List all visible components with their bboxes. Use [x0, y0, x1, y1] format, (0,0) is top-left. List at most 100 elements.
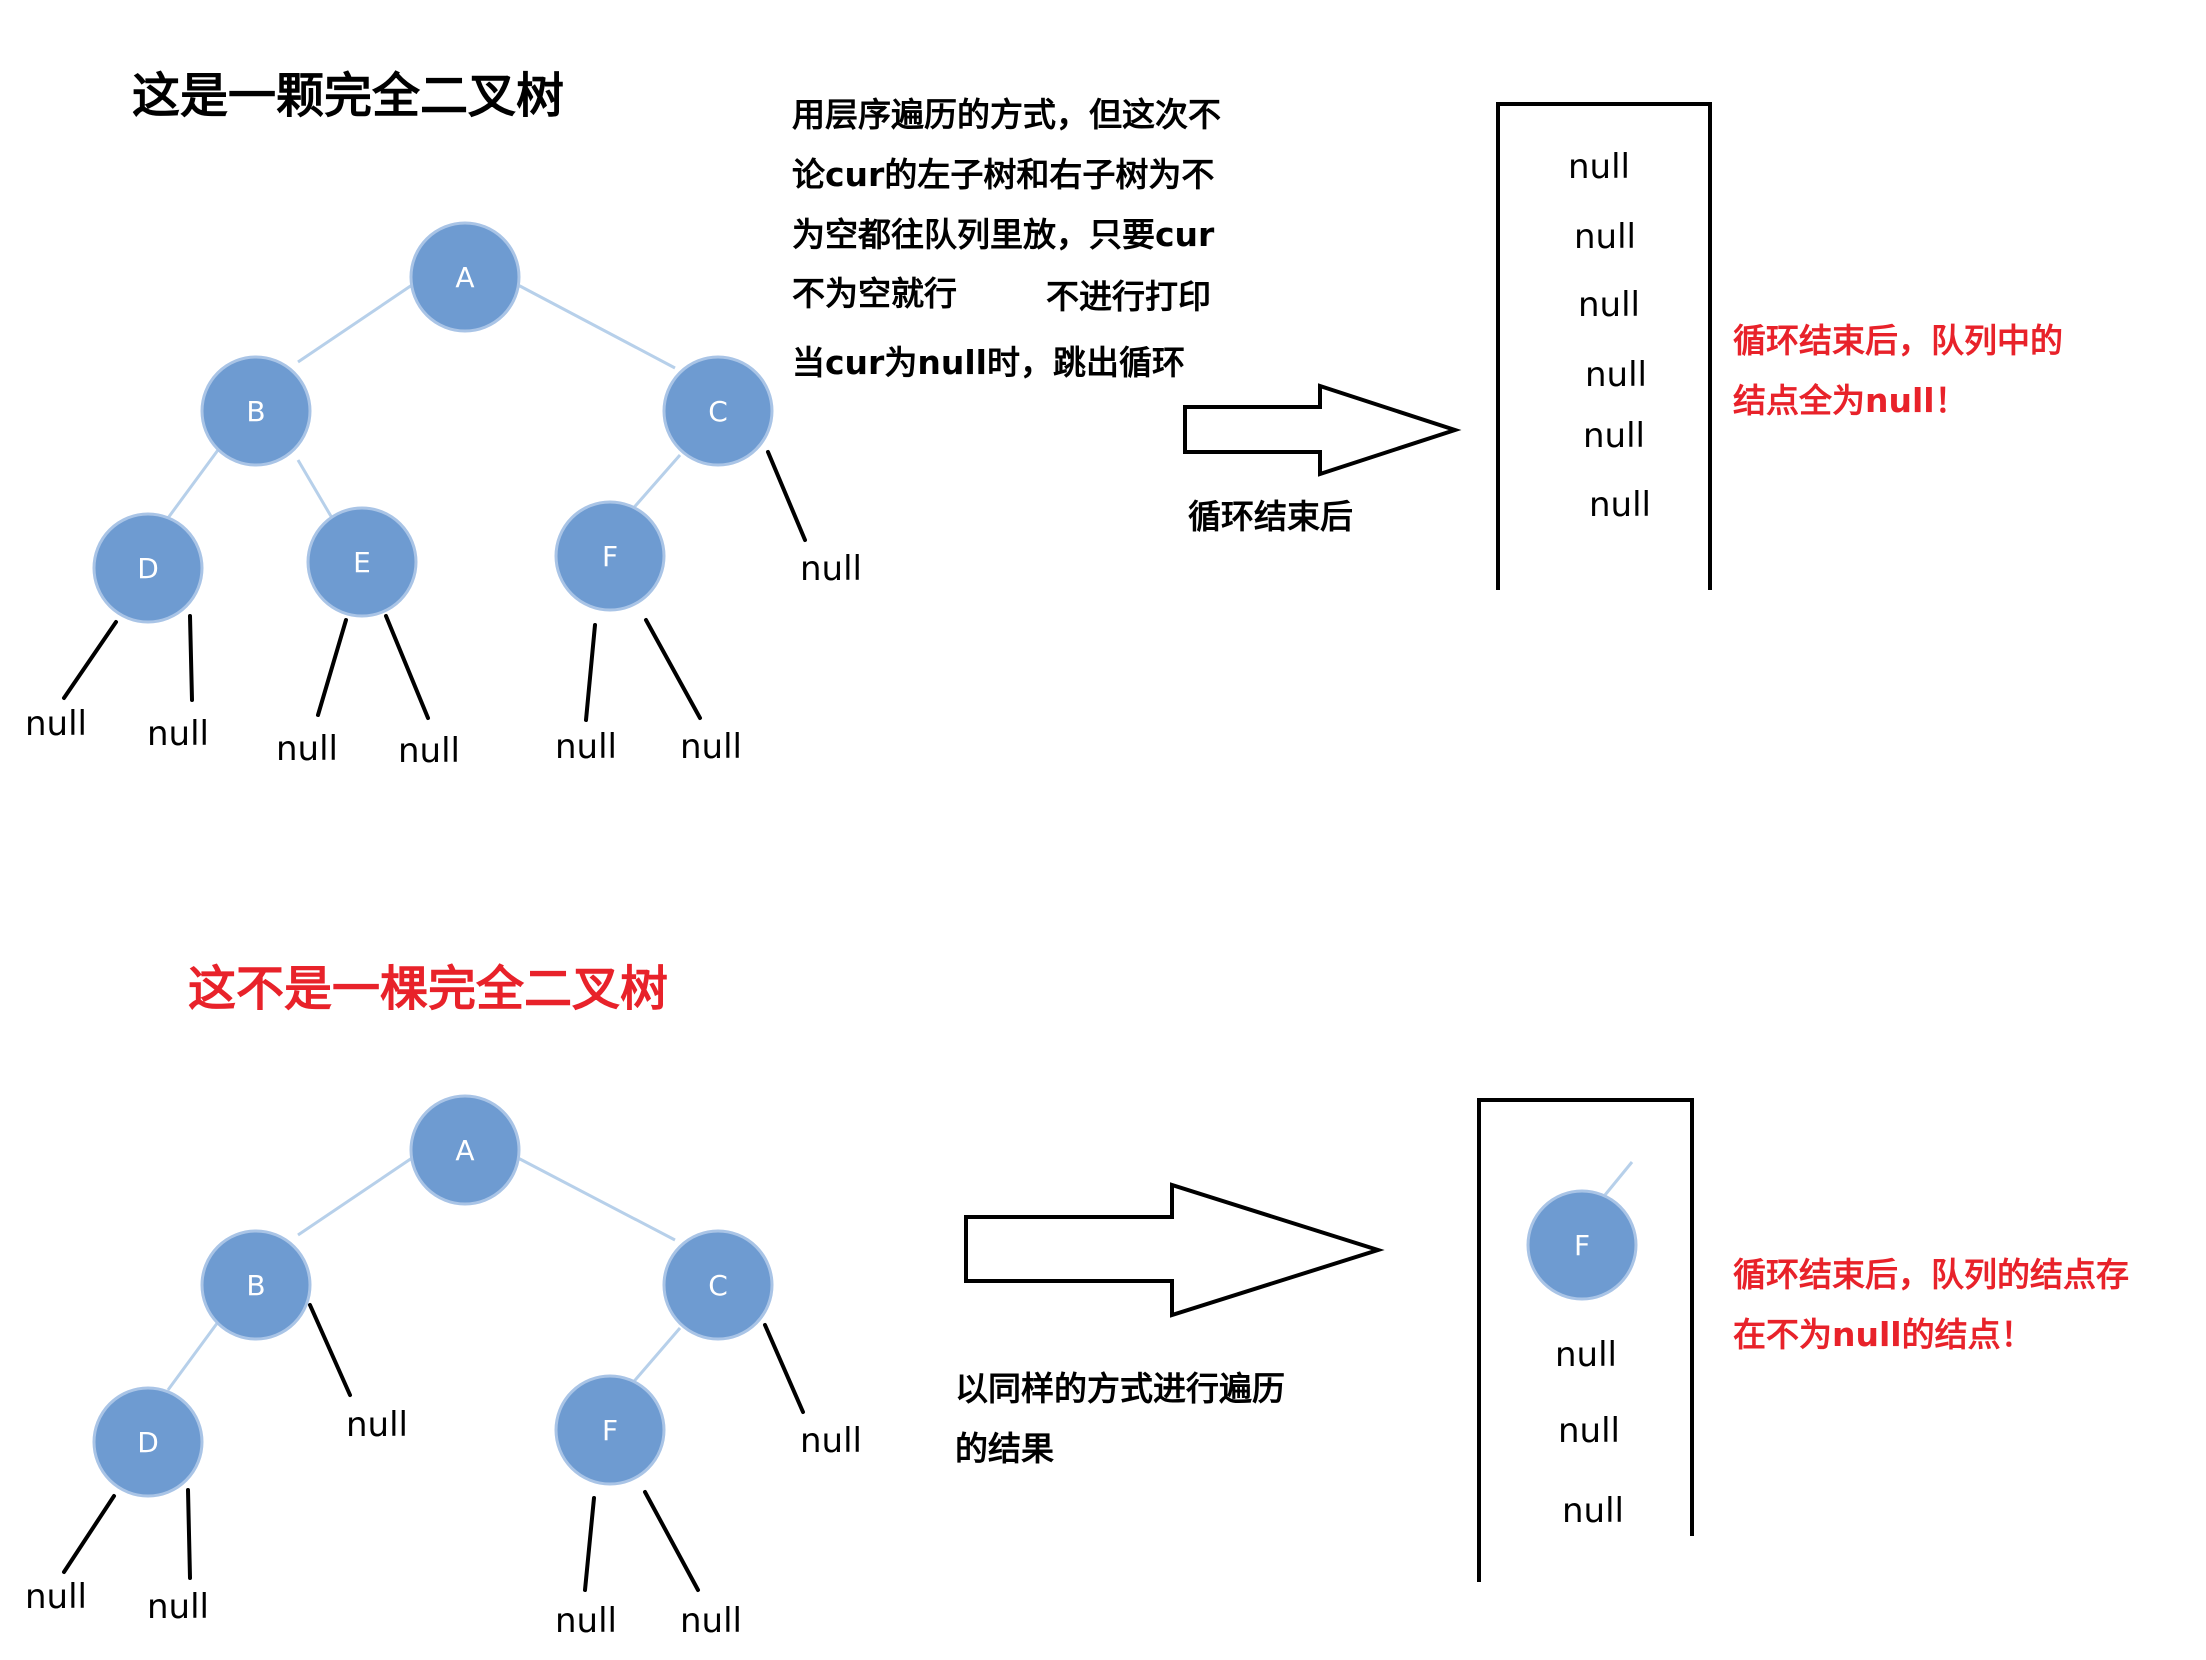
- top-null-edges: [62, 450, 807, 722]
- queue-item: null: [1578, 285, 1640, 325]
- null-label: null: [555, 727, 617, 767]
- edge-b-null-right: [308, 1303, 352, 1397]
- edge-e-null-right: [384, 614, 430, 720]
- bottom-red-note: 循环结束后，队列的结点存 在不为null的结点！: [1733, 1255, 2129, 1354]
- top-arrow: [1183, 383, 1462, 477]
- node-circle: [92, 1386, 204, 1498]
- red-line: 循环结束后，队列的结点存: [1733, 1255, 2129, 1294]
- note-line: 用层序遍历的方式，但这次不: [792, 95, 1221, 134]
- node-label: A: [455, 261, 474, 294]
- bottom-tree-node-c: C: [662, 1229, 774, 1341]
- caption-line: 的结果: [955, 1429, 1054, 1468]
- node-circle: [306, 506, 418, 618]
- edge-a-c: [517, 283, 676, 370]
- top-tree-node-a: A: [409, 221, 521, 333]
- top-note: 用层序遍历的方式，但这次不 论cur的左子树和右子树为不 为空都往队列里放，只要…: [792, 95, 1221, 382]
- null-label: null: [800, 1421, 862, 1461]
- null-label: null: [25, 1577, 87, 1617]
- red-line: 在不为null的结点！: [1733, 1315, 2034, 1354]
- node-label: A: [455, 1134, 474, 1167]
- node-circle: [554, 1374, 666, 1486]
- bottom-tree-node-b: B: [200, 1229, 312, 1341]
- edge-a-c: [517, 1156, 676, 1242]
- top-queue: null null null null null null: [1496, 102, 1712, 590]
- queue-node-edge: [1603, 1161, 1634, 1196]
- queue-item: null: [1555, 1335, 1617, 1375]
- bottom-null-edges: [62, 1303, 805, 1592]
- null-label: null: [800, 549, 862, 589]
- node-circle: [92, 512, 204, 624]
- node-circle: [200, 1229, 312, 1341]
- top-arrow-caption: 循环结束后: [1188, 497, 1353, 536]
- edge-f-null-right: [644, 618, 702, 720]
- bottom-tree-node-a: A: [409, 1094, 521, 1206]
- null-label: null: [680, 727, 742, 767]
- edge-b-d: [166, 1321, 220, 1391]
- queue-item: null: [1574, 217, 1636, 257]
- top-tree-node-b: B: [200, 355, 312, 467]
- edge-a-b: [297, 1156, 413, 1237]
- note-line: 当cur为null时，跳出循环: [792, 343, 1185, 382]
- top-tree-node-e: E: [306, 506, 418, 618]
- edge-f-null-left: [583, 1496, 596, 1592]
- edge-d-null-left: [62, 1494, 116, 1574]
- null-label: null: [398, 731, 460, 771]
- red-line: 循环结束后，队列中的: [1733, 321, 2063, 360]
- queue-outline: [1496, 102, 1712, 590]
- edge-c-null-right: [763, 1323, 805, 1414]
- top-tree-node-c: C: [662, 355, 774, 467]
- null-label: null: [680, 1601, 742, 1641]
- node-label: F: [602, 540, 618, 573]
- edge-b-d: [166, 449, 220, 519]
- node-label: D: [137, 552, 159, 585]
- top-tree-node-d: D: [92, 512, 204, 624]
- edge-a-b: [297, 283, 413, 364]
- edge-e-null-left: [316, 618, 348, 717]
- note-line: 论cur的左子树和右子树为不: [792, 155, 1214, 194]
- edge-c-f: [628, 1327, 682, 1387]
- top-red-note: 循环结束后，队列中的 结点全为null！: [1733, 321, 2063, 420]
- node-label: B: [246, 395, 265, 428]
- node-label: B: [246, 1269, 265, 1302]
- bottom-caption: 以同样的方式进行遍历 的结果: [955, 1369, 1285, 1468]
- null-label: null: [346, 1405, 408, 1445]
- top-tree-node-f: F: [554, 500, 666, 612]
- bottom-queue: F null null null: [1477, 1098, 1694, 1582]
- edge-f-null-right: [643, 1490, 700, 1592]
- top-tree-edges: [166, 283, 682, 519]
- edge-b-e: [296, 459, 334, 519]
- queue-node-label: F: [1574, 1229, 1590, 1262]
- caption-line: 以同样的方式进行遍历: [955, 1369, 1285, 1408]
- queue-item: null: [1568, 147, 1630, 187]
- top-heading: 这是一颗完全二叉树: [132, 68, 564, 124]
- red-line: 结点全为null！: [1733, 381, 1968, 420]
- queue-item: null: [1558, 1411, 1620, 1451]
- node-circle: [200, 355, 312, 467]
- edge-d-null-right: [186, 1488, 192, 1580]
- queue-item: null: [1583, 416, 1645, 456]
- node-label: F: [602, 1414, 618, 1447]
- edge-d-null-right: [188, 614, 194, 702]
- edge-d-null-left: [62, 620, 118, 700]
- null-label: null: [25, 704, 87, 744]
- node-circle: [409, 221, 521, 333]
- bottom-tree-node-f: F: [554, 1374, 666, 1486]
- edge-c-f: [628, 454, 682, 513]
- node-label: D: [137, 1426, 159, 1459]
- bottom-heading: 这不是一棵完全二叉树: [188, 961, 668, 1017]
- node-label: C: [708, 395, 728, 428]
- queue-outline: [1477, 1098, 1694, 1582]
- note-line: 为空都往队列里放，只要cur: [792, 215, 1215, 254]
- node-circle: [662, 1229, 774, 1341]
- node-circle: [662, 355, 774, 467]
- bottom-null-labels: null null null null null null: [25, 1405, 862, 1641]
- bottom-tree-edges: [166, 1156, 682, 1391]
- null-label: null: [276, 729, 338, 769]
- note-line: 不为空就行: [792, 274, 957, 313]
- top-null-labels: null null null null null null null: [25, 549, 862, 771]
- node-circle: [409, 1094, 521, 1206]
- note-line: 不进行打印: [1046, 277, 1211, 316]
- edge-f-null-left: [584, 623, 597, 722]
- queue-item: null: [1585, 355, 1647, 395]
